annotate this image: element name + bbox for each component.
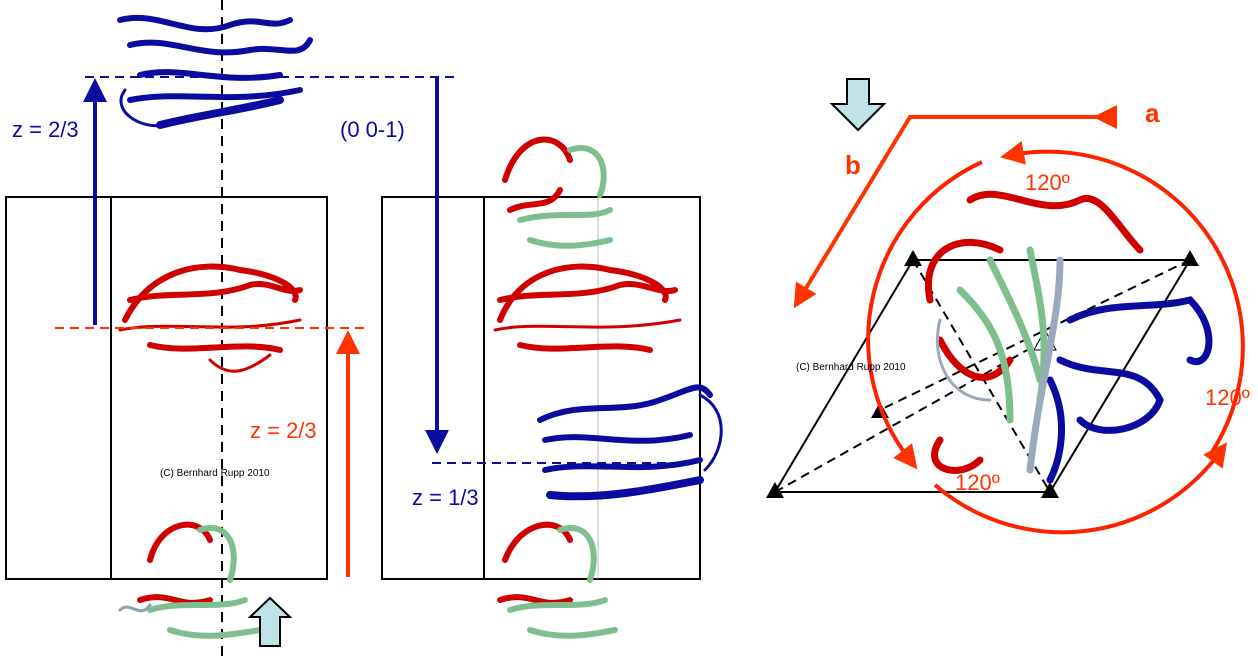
protein-mixed-bottom-middle (497, 521, 618, 639)
view-arrow-down-icon (829, 78, 887, 132)
symmetry-operator-label: (0 0-1) (340, 117, 405, 142)
rotation-arcs (866, 141, 1245, 535)
z-label-blue-left: z = 2/3 (12, 117, 79, 142)
angle-label-right: 120º (1205, 385, 1250, 410)
z-label-red-left: z = 2/3 (250, 418, 317, 443)
protein-mixed-bottom-left (118, 521, 263, 639)
angle-label-top: 120º (1025, 170, 1070, 195)
view-arrow-up-icon (247, 596, 293, 647)
protein-trimer (925, 190, 1213, 484)
protein-mixed-top-middle (502, 136, 613, 249)
copyright-left: (C) Bernhard Rupp 2010 (160, 468, 270, 479)
axis-a-b (793, 105, 1117, 309)
angle-label-bottom: 120º (955, 470, 1000, 495)
middle-unit-cell (381, 196, 701, 580)
protein-blue-middle (537, 384, 723, 501)
axis-a-label: a (1145, 98, 1160, 128)
z-label-blue-middle: z = 1/3 (412, 485, 479, 510)
axis-b-label: b (845, 150, 861, 180)
protein-red-middle (493, 263, 682, 353)
left-unit-cell (5, 196, 328, 580)
protein-blue-top (117, 14, 313, 129)
protein-red-left (118, 263, 303, 373)
copyright-right: (C) Bernhard Rupp 2010 (796, 362, 906, 373)
